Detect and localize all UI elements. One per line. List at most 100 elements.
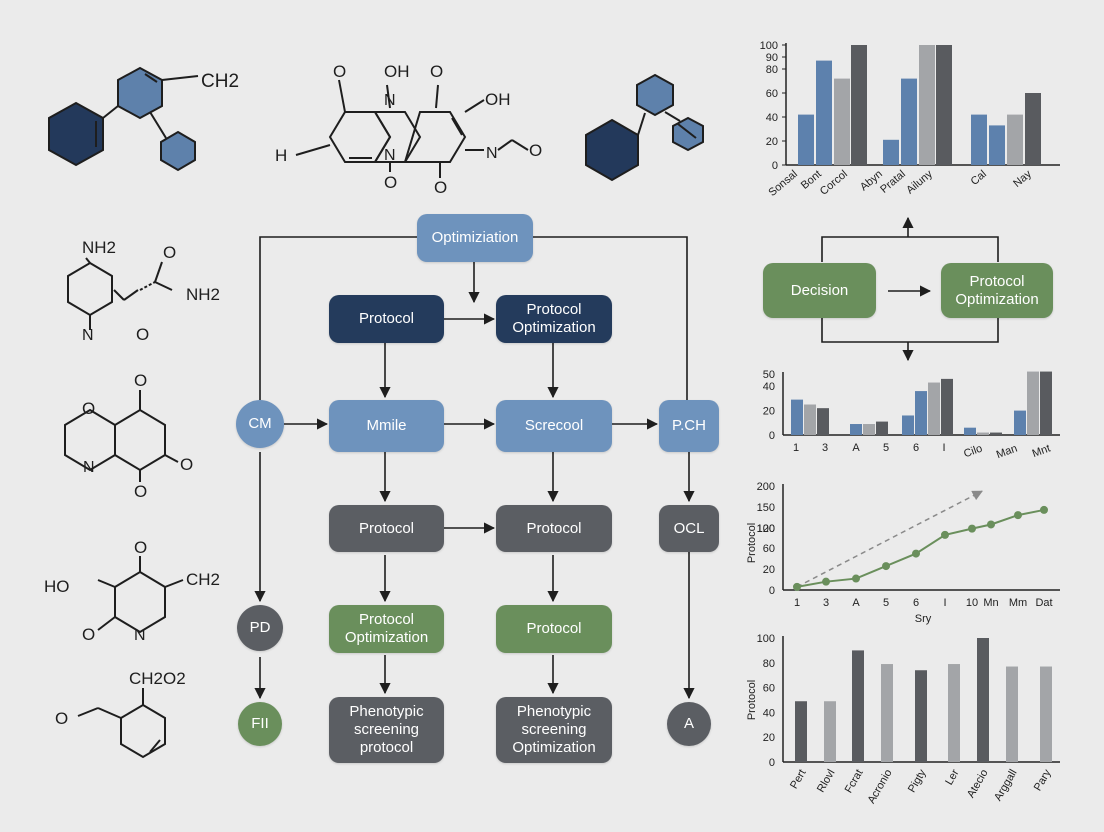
y-tick-label: 100: [760, 40, 778, 52]
bar: [850, 424, 862, 435]
x-tick-label: Corcol: [818, 168, 850, 198]
m7-label-ch2o2: CH2O2: [129, 669, 186, 688]
bar: [817, 408, 829, 435]
x-tick-label: Cal: [969, 168, 989, 188]
x-tick-label: 5: [883, 597, 889, 609]
m5-label-o-bottom: O: [134, 482, 147, 501]
data-point: [912, 549, 920, 558]
m6-label-o-left: O: [82, 625, 95, 644]
y-tick-label: 20: [763, 732, 775, 744]
node-decision-protocol-optimization-label: Protocol Optimization: [955, 272, 1039, 308]
y-tick-label: 80: [763, 658, 775, 670]
node-protocol-navy[interactable]: Protocol: [329, 295, 444, 343]
ring-small-hexagon: [160, 130, 196, 172]
x-tick-label: Mn: [983, 597, 998, 609]
flow-connectors: [254, 216, 999, 700]
node-protocol-green-label: Protocol: [526, 620, 582, 637]
node-protocol-gray-2-label: Protocol: [526, 519, 582, 537]
molecule-3: [585, 73, 704, 182]
molecule-2: O OH O OH H N N O O N O: [275, 62, 542, 197]
bar: [989, 125, 1005, 165]
m2-label-o2: O: [430, 62, 443, 81]
y-tick-label: 40: [763, 381, 775, 393]
bar: [876, 421, 888, 435]
bar: [1007, 114, 1023, 165]
node-decision[interactable]: Decision: [763, 263, 876, 318]
bar: [941, 378, 953, 435]
node-protocol-green[interactable]: Protocol: [496, 605, 612, 653]
molecule-4: NH2 O NH2 N O: [67, 238, 220, 344]
series-line: [796, 508, 1045, 588]
data-point: [968, 524, 976, 533]
node-pd-label: PD: [249, 619, 271, 636]
node-phenotypic-screening-optimization-label: Phenotypic screening Optimization: [512, 703, 596, 756]
node-ocl-label: OCL: [673, 519, 705, 537]
x-tick-label: I: [943, 597, 946, 609]
m6-label-ch2: CH2: [186, 570, 220, 589]
node-protocol-gray-1[interactable]: Protocol: [329, 505, 444, 552]
y-tick-label: 0: [769, 757, 775, 769]
molecule-1: CH2: [48, 66, 239, 172]
x-axis-label: Sry: [915, 613, 932, 625]
node-cm[interactable]: CM: [236, 400, 284, 448]
m5-label-o-right: O: [180, 455, 193, 474]
node-ocl[interactable]: OCL: [659, 505, 719, 552]
molecule-6: O HO CH2 O N: [44, 538, 220, 644]
m6-label-o-top: O: [134, 538, 147, 557]
node-a[interactable]: A: [667, 702, 711, 746]
y-tick-label: 40: [766, 112, 778, 124]
bar: [964, 427, 976, 435]
bar: [791, 399, 803, 435]
x-tick-label: 6: [913, 597, 919, 609]
x-tick-label: 3: [823, 597, 829, 609]
node-mmile-label: Mmile: [366, 417, 407, 434]
y-axis-label: Protocol: [746, 680, 758, 720]
y-tick-label: 0: [772, 160, 778, 172]
node-optimization[interactable]: Optimiziation: [417, 214, 533, 262]
y-tick-label: 100: [757, 523, 775, 535]
molecule-7: CH2O2 O: [55, 669, 186, 759]
node-protocol-gray-2[interactable]: Protocol: [496, 505, 612, 552]
node-mmile[interactable]: Mmile: [329, 400, 444, 452]
x-tick-label: Pary: [1032, 767, 1054, 793]
bar: [1014, 410, 1026, 435]
bar: [1040, 666, 1052, 762]
node-protocol-navy-label: Protocol: [358, 310, 415, 327]
m5-label-o-top: O: [134, 371, 147, 390]
node-protocol-optimization-green-label: Protocol Optimization: [344, 611, 429, 646]
node-phenotypic-screening-optimization[interactable]: Phenotypic screening Optimization: [496, 697, 612, 763]
node-pd[interactable]: PD: [237, 605, 283, 651]
m5-label-o-ring: O: [82, 399, 95, 418]
bar: [798, 114, 814, 165]
m6-label-n: N: [134, 627, 146, 644]
bar: [919, 45, 935, 165]
node-fii-label: FII: [251, 715, 269, 732]
y-tick-label: 50: [763, 369, 775, 381]
x-tick-label: Atecio: [965, 768, 991, 800]
node-protocol-optimization-green[interactable]: Protocol Optimization: [329, 605, 444, 653]
data-point: [1014, 511, 1022, 520]
x-tick-label: Nay: [1011, 168, 1034, 190]
x-tick-label: A: [852, 597, 860, 609]
bar: [971, 114, 987, 165]
x-tick-label: Dat: [1035, 597, 1052, 609]
node-pch[interactable]: P.CH: [659, 400, 719, 452]
node-screcool[interactable]: Screcool: [496, 400, 612, 452]
x-tick-label: 10: [966, 597, 978, 609]
data-point: [882, 562, 890, 571]
x-tick-label: Mnt: [1031, 443, 1052, 461]
y-tick-label: 20: [766, 136, 778, 148]
data-point: [793, 582, 801, 591]
node-protocol-optimization-navy[interactable]: Protocol Optimization: [496, 295, 612, 343]
node-a-label: A: [683, 715, 694, 732]
y-tick-label: 20: [763, 564, 775, 576]
m5-label-n-left: N: [83, 459, 95, 476]
m4-label-nh2-top: NH2: [82, 238, 116, 257]
data-point: [1040, 505, 1048, 514]
node-fii[interactable]: FII: [238, 702, 282, 746]
x-tick-label: Man: [995, 443, 1019, 462]
node-phenotypic-screening-protocol-label: Phenotypic screening protocol: [349, 703, 424, 756]
node-decision-protocol-optimization[interactable]: Protocol Optimization: [941, 263, 1053, 318]
node-phenotypic-screening-protocol[interactable]: Phenotypic screening protocol: [329, 697, 444, 763]
bar: [824, 701, 836, 762]
